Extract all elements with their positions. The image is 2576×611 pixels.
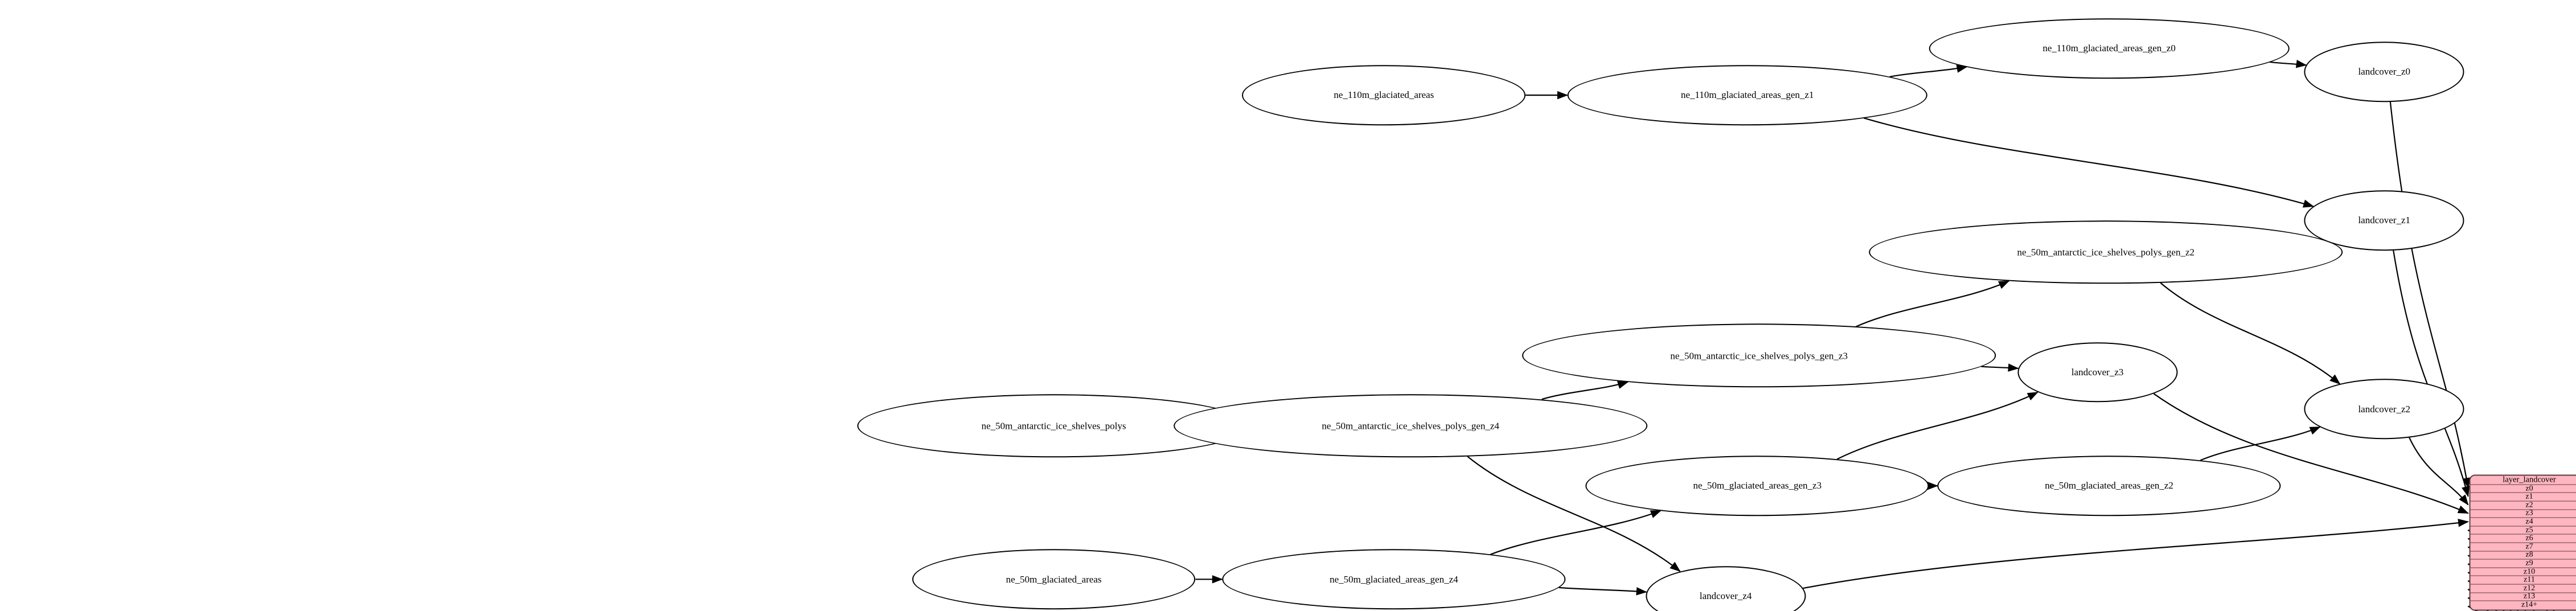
node-label: landcover_z1 — [2358, 215, 2411, 226]
edge-arrowhead — [2302, 199, 2315, 208]
graph-node-ne_110m_glaciated_areas[interactable]: ne_110m_glaciated_areas — [1242, 65, 1526, 125]
node-label: landcover_z4 — [1699, 591, 1752, 602]
record-table-row[interactable]: z13 — [2470, 593, 2576, 601]
node-label: landcover_z3 — [2071, 367, 2124, 378]
graph-edge — [1558, 587, 1647, 593]
record-table-header: layer_landcover — [2470, 475, 2576, 485]
edge-arrowhead — [2457, 505, 2469, 514]
record-table-row[interactable]: z1 — [2470, 493, 2576, 502]
edge-arrowhead — [2309, 427, 2321, 435]
edge-arrowhead — [2458, 519, 2469, 527]
edge-arrowhead — [2008, 363, 2019, 372]
graph-edge — [1836, 391, 2038, 460]
edge-arrowhead — [1670, 561, 1681, 572]
graph-edge — [2200, 426, 2320, 461]
graph-node-ne_50m_antarctic_ice_shelves_polys_gen_z4[interactable]: ne_50m_antarctic_ice_shelves_polys_gen_z… — [1174, 393, 1648, 458]
graph-edge — [1889, 66, 1967, 77]
record-table-row[interactable]: z2 — [2470, 501, 2576, 510]
record-table-row[interactable]: z10 — [2470, 568, 2576, 576]
graph-node-ne_50m_antarctic_ice_shelves_polys_gen_z3[interactable]: ne_50m_antarctic_ice_shelves_polys_gen_z… — [1522, 323, 1996, 388]
edge-arrowhead — [1212, 575, 1223, 584]
node-label: landcover_z0 — [2358, 66, 2411, 77]
record-table-row[interactable]: z8 — [2470, 551, 2576, 560]
node-label: ne_110m_glaciated_areas_gen_z0 — [2042, 43, 2176, 54]
graph-node-ne_50m_glaciated_areas_gen_z3[interactable]: ne_50m_glaciated_areas_gen_z3 — [1585, 456, 1929, 516]
edge-arrowhead — [1650, 510, 1662, 518]
graph-node-landcover_z3[interactable]: landcover_z3 — [2017, 342, 2178, 403]
graph-node-landcover_z2[interactable]: landcover_z2 — [2304, 379, 2464, 440]
record-table-row[interactable]: z3 — [2470, 510, 2576, 518]
node-label: ne_50m_antarctic_ice_shelves_polys_gen_z… — [1322, 420, 1499, 432]
graph-edge — [2393, 250, 2469, 497]
edge-arrowhead — [1557, 91, 1568, 100]
edge-arrowhead — [2027, 392, 2038, 401]
record-table-row[interactable]: z6 — [2470, 534, 2576, 543]
graph-node-ne_50m_glaciated_areas[interactable]: ne_50m_glaciated_areas — [912, 549, 1196, 610]
graph-node-landcover_z0[interactable]: landcover_z0 — [2304, 42, 2464, 102]
edge-arrowhead — [2329, 374, 2341, 385]
graph-edge — [2160, 282, 2341, 385]
graph-edge — [1856, 280, 2009, 327]
graph-edge — [2269, 61, 2307, 66]
record-table-row[interactable]: z0 — [2470, 485, 2576, 493]
graph-node-ne_50m_glaciated_areas_gen_z2[interactable]: ne_50m_glaciated_areas_gen_z2 — [1937, 456, 2281, 516]
edge-arrowhead — [2459, 494, 2469, 506]
graph-node-ne_110m_glaciated_areas_gen_z0[interactable]: ne_110m_glaciated_areas_gen_z0 — [1929, 18, 2290, 79]
graph-edge — [1864, 117, 2314, 207]
node-label: ne_50m_glaciated_areas — [1006, 573, 1102, 585]
graph-node-landcover_z1[interactable]: landcover_z1 — [2304, 190, 2464, 251]
graph-edge — [2409, 437, 2469, 506]
graph-edge — [1803, 521, 2468, 589]
record-table-row[interactable]: z14+ — [2470, 601, 2576, 610]
node-label: ne_50m_glaciated_areas_gen_z4 — [1330, 573, 1458, 585]
record-table-row[interactable]: z4 — [2470, 518, 2576, 527]
record-table-row[interactable]: z9 — [2470, 559, 2576, 568]
record-table-row[interactable]: z11 — [2470, 576, 2576, 585]
edge-arrowhead — [1617, 380, 1629, 389]
node-label: ne_110m_glaciated_areas — [1334, 89, 1434, 101]
record-table-row[interactable]: z12 — [2470, 584, 2576, 593]
graph-node-ne_110m_glaciated_areas_gen_z1[interactable]: ne_110m_glaciated_areas_gen_z1 — [1567, 65, 1927, 125]
node-label: landcover_z2 — [2358, 403, 2411, 415]
graph-edge — [1541, 381, 1629, 400]
graph-edge — [1981, 366, 2019, 369]
graph-edge — [1490, 510, 1662, 555]
graph-node-landcover_z4[interactable]: landcover_z4 — [1646, 565, 1806, 611]
node-label: ne_50m_glaciated_areas_gen_z2 — [2045, 480, 2173, 491]
edge-arrowhead — [2462, 485, 2470, 497]
node-label: ne_50m_antarctic_ice_shelves_polys — [981, 420, 1126, 432]
edge-arrowhead — [1998, 280, 2010, 289]
node-label: ne_50m_antarctic_ice_shelves_polys_gen_z… — [1670, 350, 1848, 361]
edge-arrowhead — [1927, 481, 1938, 490]
graph-node-ne_50m_glaciated_areas_gen_z4[interactable]: ne_50m_glaciated_areas_gen_z4 — [1222, 549, 1566, 610]
node-label: ne_50m_antarctic_ice_shelves_polys_gen_z… — [2017, 247, 2195, 258]
graph-edge — [2468, 597, 2489, 611]
record-table-row[interactable]: z5 — [2470, 526, 2576, 535]
node-label: ne_110m_glaciated_areas_gen_z1 — [1680, 89, 1814, 101]
record-table-row[interactable]: z7 — [2470, 543, 2576, 552]
graph-node-ne_50m_antarctic_ice_shelves_polys_gen_z2[interactable]: ne_50m_antarctic_ice_shelves_polys_gen_z… — [1869, 220, 2343, 284]
edge-arrowhead — [1636, 587, 1647, 596]
node-label: ne_50m_glaciated_areas_gen_z3 — [1693, 480, 1822, 491]
